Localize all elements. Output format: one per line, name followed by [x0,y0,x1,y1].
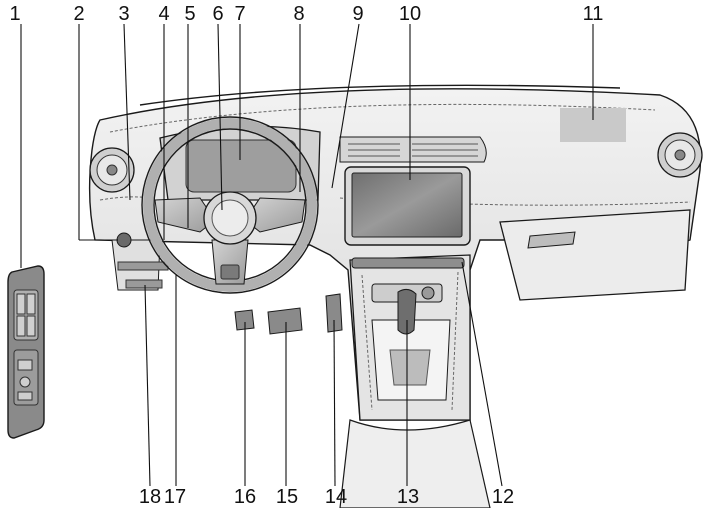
leader-line-3 [123,23,131,201]
leader-line-6 [217,23,223,211]
callout-11: 11 [583,3,604,25]
left-switch-panel [111,232,169,291]
center-air-vents [339,136,487,163]
callout-13: 13 [397,486,419,508]
callout-14: 14 [325,486,347,508]
callout-15: 15 [276,486,298,508]
leader-line-9 [331,23,360,189]
callout-10: 10 [399,3,421,25]
left-air-vent [89,147,135,193]
callout-3: 3 [118,3,129,25]
brake-pedal [267,307,303,335]
leader-line-12 [461,261,503,487]
callout-labels: 1 2 3 4 5 6 7 8 9 10 11 12 13 14 15 16 1… [9,3,603,508]
callout-6: 6 [212,3,223,25]
steering-wheel [141,116,319,294]
callout-18: 18 [139,486,161,508]
callout-8: 8 [293,3,304,25]
callout-7: 7 [234,3,245,25]
callout-2: 2 [73,3,84,25]
accelerator-pedal [325,293,343,333]
leader-line-14 [333,319,336,487]
callout-5: 5 [184,3,195,25]
callout-17: 17 [164,486,186,508]
infotainment-screen [344,166,471,246]
leader-line-18 [144,284,151,487]
callout-12: 12 [492,486,514,508]
right-air-vent [657,132,703,178]
door-switch-panel [7,265,45,439]
callout-1: 1 [9,3,20,25]
clutch-pedal [234,309,255,331]
leader-lines [20,23,594,487]
callout-16: 16 [234,486,256,508]
callout-4: 4 [158,3,169,25]
callout-9: 9 [352,3,363,25]
